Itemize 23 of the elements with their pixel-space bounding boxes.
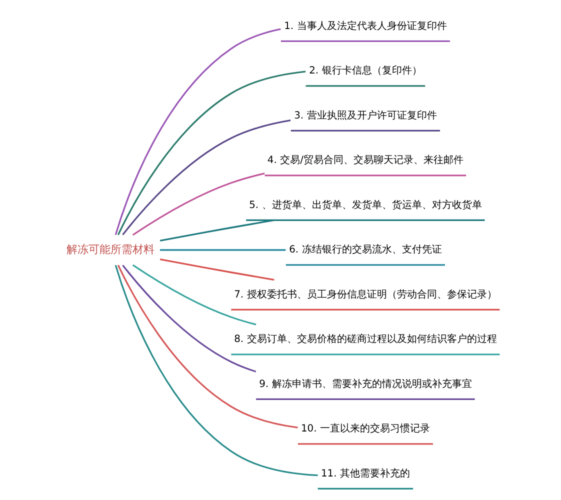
connector [122,120,291,236]
connector [132,264,256,326]
node-text: 解冻可能所需材料 [66,242,155,256]
connector [160,249,286,251]
connector [117,264,298,428]
node-text: 9. 解冻申请书、需要补充的情况说明或补充事宜 [259,378,472,390]
node-text: 7. 授权委托书、员工身份信息证明（劳动合同、参保记录） [234,289,497,300]
connector [117,70,306,236]
node-text: 10. 一直以来的交易习惯记录 [300,424,430,435]
connector [114,28,281,236]
connector [160,219,274,242]
connector [122,264,256,372]
node-text: 1. 当事人及法定代表人身份证复印件 [284,20,447,32]
node-text: 6. 冻结银行的交易流水、支付凭证 [289,244,442,256]
node-text: 8. 交易订单、交易价格的磋商过程以及如何结识客户的过程 [234,334,497,346]
node-text: 2. 银行卡信息（复印件） [309,66,422,77]
connector [114,264,318,476]
node-text: 5. 、进货单、出货单、发货单、货运单、对方收货单 [249,200,482,211]
node-text: 4. 交易/贸易合同、交易聊天记录、来往邮件 [267,155,464,166]
node-text: 3. 营业执照及开户许可证复印件 [294,110,437,122]
node-text: 11. 其他需要补充的 [320,468,410,480]
connector [132,172,265,236]
connector [160,258,274,281]
